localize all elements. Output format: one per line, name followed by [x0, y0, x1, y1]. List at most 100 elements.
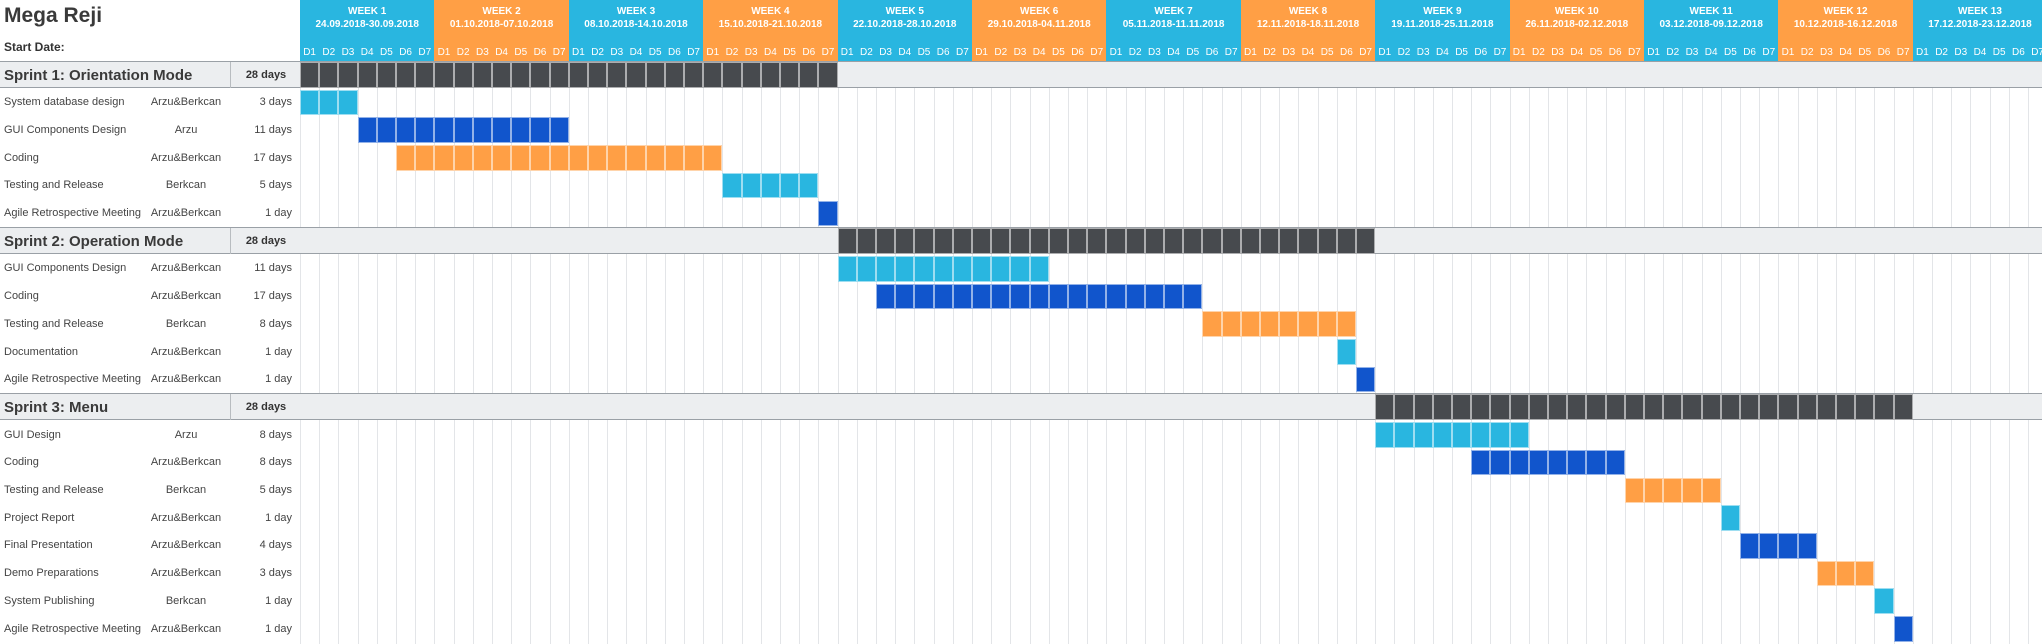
gantt-day-cell — [588, 145, 608, 171]
gantt-day-cell — [300, 62, 320, 88]
day-gridline — [933, 61, 935, 644]
week-label: WEEK 8 — [1288, 6, 1328, 17]
task-name: GUI Components Design — [4, 123, 127, 136]
sprint-duration: 28 days — [230, 62, 301, 88]
gantt-day-cell — [300, 89, 320, 116]
task-name: Agile Retrospective Meeting — [4, 622, 141, 635]
day-label: D4 — [357, 44, 377, 61]
week-range: 26.11.2018-02.12.2018 — [1525, 19, 1629, 30]
day-label: D7 — [1356, 44, 1376, 61]
day-gridline — [1087, 61, 1089, 644]
day-label: D7 — [1490, 44, 1510, 61]
task-assignee: Arzu&Berkcan — [150, 290, 222, 303]
day-gridline — [1125, 61, 1127, 644]
day-gridline — [1375, 61, 1377, 644]
week-range: 15.10.2018-21.10.2018 — [718, 19, 823, 30]
day-label: D3 — [1951, 44, 1971, 61]
day-gridline — [1644, 61, 1645, 644]
gantt-day-cell — [511, 117, 531, 144]
gantt-day-cell — [376, 117, 396, 144]
day-gridline — [511, 61, 513, 644]
day-gridline — [2028, 61, 2029, 644]
day-gridline — [1912, 61, 1914, 644]
week-label: WEEK 1 — [348, 6, 387, 17]
day-label: D3 — [1548, 44, 1568, 61]
gantt-day-cell — [1240, 228, 1260, 254]
day-gridline — [914, 61, 916, 644]
gantt-day-cell — [818, 62, 838, 88]
gantt-day-cell — [1509, 449, 1529, 476]
gantt-day-cell — [1029, 228, 1049, 254]
day-gridline — [492, 61, 493, 644]
gantt-day-cell — [760, 62, 780, 88]
gantt-day-cell — [1087, 228, 1107, 254]
gantt-day-cell — [626, 145, 646, 171]
week-label: WEEK 7 — [1154, 6, 1193, 17]
gantt-day-cell — [722, 62, 742, 88]
task-name: Project Report — [4, 511, 75, 524]
day-gridline — [1932, 61, 1933, 644]
gantt-day-cell — [1432, 422, 1452, 448]
day-label: D4 — [1836, 44, 1856, 61]
gantt-day-cell — [837, 255, 857, 282]
day-label: D4 — [1567, 44, 1587, 61]
day-gridline — [1605, 61, 1607, 644]
day-label: D1 — [1644, 44, 1664, 61]
task-duration: 11 days — [254, 123, 292, 136]
day-label: D6 — [933, 44, 953, 61]
day-label: D6 — [1874, 44, 1894, 61]
week-label: WEEK 13 — [1958, 6, 2002, 17]
day-gridline — [434, 61, 436, 644]
task-duration: 1 day — [265, 373, 292, 386]
gantt-day-cell — [1816, 560, 1836, 587]
gantt-day-cell — [338, 62, 358, 88]
day-gridline — [1759, 61, 1761, 644]
day-label: D7 — [1087, 44, 1107, 61]
day-label: D6 — [396, 44, 416, 61]
day-label: D6 — [664, 44, 684, 61]
task-assignee: Arzu&Berkcan — [150, 262, 222, 275]
day-gridline — [1452, 61, 1453, 644]
task-duration: 3 days — [259, 567, 292, 580]
gantt-day-cell — [530, 145, 550, 171]
day-label: D2 — [1528, 44, 1548, 61]
gantt-day-cell — [396, 117, 416, 144]
day-gridline — [703, 61, 705, 644]
gantt-day-cell — [818, 200, 838, 227]
gantt-day-cell — [1471, 449, 1491, 476]
week-label: WEEK 9 — [1423, 6, 1462, 17]
gantt-day-cell — [376, 62, 396, 88]
day-label: D4 — [895, 44, 915, 61]
gantt-day-cell — [876, 228, 896, 254]
day-gridline — [1183, 61, 1185, 644]
gantt-day-cell — [741, 172, 761, 199]
day-label: D4 — [1970, 44, 1990, 61]
day-label: D4 — [1029, 44, 1049, 61]
day-label: D2 — [588, 44, 608, 61]
gantt-day-cell — [472, 117, 492, 144]
task-duration: 5 days — [259, 179, 292, 192]
task-name: Documentation — [4, 345, 78, 358]
task-assignee: Berkcan — [165, 317, 207, 330]
day-label: D6 — [530, 44, 550, 61]
week-range: 03.12.2018-09.12.2018 — [1659, 19, 1763, 30]
gantt-day-cell — [1740, 394, 1760, 421]
day-gridline — [972, 61, 973, 644]
gantt-day-cell — [434, 62, 454, 88]
gantt-day-cell — [1260, 228, 1280, 254]
day-label: D7 — [1221, 44, 1241, 61]
day-gridline — [1528, 61, 1530, 644]
week-label: WEEK 12 — [1823, 6, 1868, 17]
gantt-day-cell — [1317, 311, 1337, 337]
gantt-day-cell — [453, 117, 473, 144]
gantt-day-cell — [1317, 228, 1337, 254]
